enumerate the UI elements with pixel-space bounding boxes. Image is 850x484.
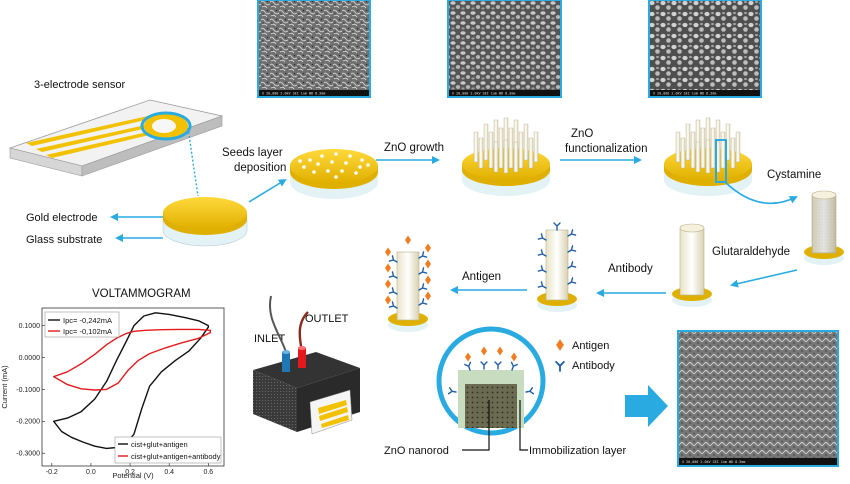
label-cystamine: Cystamine [767, 169, 821, 181]
x-tick-label: 0.0 [86, 469, 96, 476]
cv-curve-antigen-antibody [53, 328, 211, 391]
cv-curve-antigen [53, 312, 209, 450]
label-seeds-line1: Seeds layer [222, 147, 283, 159]
arrow-to-cystamine [724, 181, 798, 205]
y-tick-label: -0.3000 [16, 451, 40, 458]
zoom-circle [436, 326, 546, 436]
label-seeds-line2: deposition [234, 162, 286, 174]
ipc-legend: Ipc= -0,242mA Ipc= -0,102mA [44, 311, 120, 338]
sem-caption: X 20,000 2.0kV SEI 1um WD 8.3mm [262, 92, 325, 96]
seeds-disc [290, 149, 378, 199]
rod-antibody [537, 222, 577, 312]
label-zno-nanorod: ZnO nanorod [384, 445, 449, 457]
legend-antibody-label: Antibody [572, 360, 615, 372]
big-arrow-to-sem [625, 385, 668, 427]
label-inlet: INLET [254, 333, 285, 345]
zno-nanorod-array [462, 117, 550, 196]
legend-antigen-label: Antigen [572, 340, 609, 352]
annotation-ipc-black: Ipc= -0,242mA [63, 316, 112, 325]
sem-caption: X 20,000 2.0kV SEI 1um WD 8.3mm [682, 460, 745, 464]
x-axis-title: Potential (V) [112, 471, 154, 480]
electrode-sensor-chip [8, 99, 224, 177]
arrow-to-glutaraldehyde [730, 269, 798, 288]
sem-image-growth: X 20,000 2.0kV SEI 1um WD 8.3mm [447, 0, 562, 98]
species-legend: Antigen Antibody [555, 339, 615, 372]
sem-image-functionalized: X 20,000 2.0kV SEI 1um WD 8.3mm [648, 0, 762, 98]
sem-caption: X 20,000 2.0kV SEI 1um WD 8.3mm [653, 92, 716, 96]
label-zno-func-line2: functionalization [565, 143, 647, 155]
y-tick-label: -0.2000 [16, 419, 40, 426]
pointer-immobilization [519, 400, 528, 451]
label-glass-substrate: Glass substrate [26, 234, 102, 246]
x-tick-label: 0.6 [203, 469, 213, 476]
arrow-to-seeds [248, 178, 287, 203]
label-zno-func-line1: ZnO [571, 128, 593, 140]
label-zno-growth: ZnO growth [384, 142, 444, 154]
annotation-ipc-red: Ipc= -0,102mA [63, 327, 112, 336]
sem-image-seeds: X 20,000 2.0kV SEI 1um WD 8.3mm [257, 0, 371, 98]
rod-cystamine [804, 190, 844, 265]
x-tick-label: 0.4 [164, 469, 174, 476]
rod-antigen [385, 235, 431, 332]
series-legend: cist+glut+antigen cist+glut+antigen+anti… [114, 436, 222, 464]
y-tick-label: -0.1000 [16, 387, 40, 394]
functionalized-nanorod-array [664, 117, 752, 196]
voltammogram-chart: -0.3000 -0.2000 -0.1000 0.0000 0.1000 -0.2 0.… [0, 307, 225, 480]
sem-image-immobilized: X 20,000 2.0kV SEI 1um WD 8.3mm [677, 330, 839, 467]
chart-title: VOLTAMMOGRAM [92, 288, 191, 300]
y-tick-label: 0.1000 [19, 323, 41, 330]
x-tick-label: 0.2 [125, 469, 135, 476]
legend-series-1: cist+glut+antigen+antibody [131, 452, 221, 461]
flow-cell-device [253, 295, 360, 435]
label-immobilization-layer: Immobilization layer [529, 445, 627, 457]
label-antigen-step: Antigen [462, 271, 501, 283]
rod-glutaraldehyde [672, 223, 712, 307]
label-outlet: OUTLET [305, 313, 349, 325]
sem-caption: X 20,000 2.0kV SEI 1um WD 8.3mm [452, 92, 515, 96]
label-antibody-step: Antibody [608, 263, 653, 275]
legend-series-0: cist+glut+antigen [131, 440, 188, 449]
y-tick-label: 0.0000 [19, 355, 41, 362]
label-3-electrode-sensor: 3-electrode sensor [34, 79, 125, 91]
gold-electrode-disc [162, 197, 248, 247]
label-glutaraldehyde: Glutaraldehyde [712, 246, 790, 258]
zoom-dotted-line [187, 127, 199, 197]
x-tick-label: -0.2 [46, 469, 58, 476]
pointer-zno-nanorod [462, 400, 490, 451]
label-gold-electrode: Gold electrode [26, 212, 98, 224]
y-axis-title: Current (mA) [0, 365, 9, 409]
